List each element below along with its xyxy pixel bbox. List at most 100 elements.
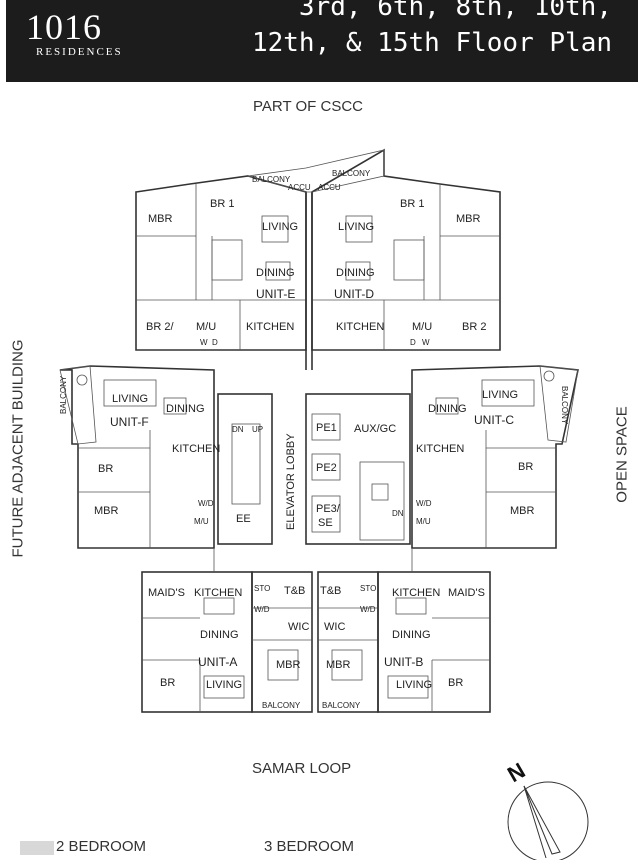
pe2-label: PE2 [316,462,337,474]
unit-c-block [411,365,579,549]
unit-a-wd-label: W/D [254,605,270,614]
unit-d-table [345,215,373,243]
unit-c-dining-label: DINING [428,403,467,415]
unit-c-br-label: BR [518,461,533,473]
header-banner: 1016 RESIDENCES 3rd, 6th, 8th, 10th, 12t… [6,0,638,82]
unit-e-dining-table [265,261,291,281]
pe3-label: PE3/ [316,503,341,515]
labels-unit-a: MAID'S KITCHEN DINING UNIT-A BR LIVING S… [148,584,309,710]
unit-b-block [377,571,491,713]
unit-b-name-label: UNIT-B [384,655,423,669]
unit-f-balcony-label: BALCONY [59,375,68,414]
unit-f-block [59,365,215,549]
core-duct [371,483,389,501]
unit-e-w-label: W [200,338,208,347]
stair-core [359,461,405,541]
unit-c-name-label: UNIT-C [474,413,514,427]
unit-b-wd-label: W/D [360,605,376,614]
unit-d-bath [393,239,425,281]
unit-a-sofa [203,675,245,699]
labels-unit-c: BALCONY LIVING DINING UNIT-C KITCHEN BR … [416,386,569,526]
top-balcony [247,149,385,193]
unit-a-counter [203,597,235,615]
unit-f-mu-label: M/U [194,517,209,526]
unit-b-kitchen-label: KITCHEN [392,587,440,599]
compass-needle-line [523,785,547,859]
unit-b-outline [377,571,491,713]
unit-a-sto-label: STO [254,584,270,593]
stair-up-label: UP [252,425,263,434]
unit-d-br2-label: BR 2 [462,321,486,333]
core-block [217,393,411,545]
labels-unit-e: MBR BR 1 BALCONY ACCU LIVING DINING UNIT… [146,175,311,347]
unit-d-balcony-label: BALCONY [332,169,371,178]
ee-label: EE [236,513,251,525]
unit-b-maids-label: MAID'S [448,587,485,599]
unit-d-d-label: D [410,338,416,347]
legend-2br-swatch [20,841,54,855]
labels-unit-f: BALCONY LIVING DINING UNIT-F KITCHEN BR … [59,375,220,526]
logo-subtitle: RESIDENCES [36,46,123,58]
top-caption: PART OF CSCC [253,98,364,115]
floor-list-title: 3rd, 6th, 8th, 10th, [298,0,612,22]
unit-a-bed [267,649,299,681]
unit-a-mbr-label: MBR [276,659,301,671]
unit-e-br2-label: BR 2/ [146,321,174,333]
unit-c-living-label: LIVING [482,389,518,401]
unit-b-dining-label: DINING [392,629,431,641]
unit-e-kitchen-label: KITCHEN [246,321,294,333]
unit-c-balcony [539,365,579,443]
unit-c-wd-label: W/D [416,499,432,508]
stair-dn-label: DN [232,425,244,434]
unit-b-counter [395,597,427,615]
pe1-label: PE1 [316,422,337,434]
unit-e-table [261,215,289,243]
unit-a-tb-label: T&B [284,585,305,597]
labels-unit-b: MAID'S KITCHEN DINING UNIT-B BR LIVING S… [320,584,485,710]
unit-c-balcony-label: BALCONY [560,386,569,425]
unit-d-w-label: W [422,338,430,347]
compass-circle [507,781,589,860]
elevator-pe3 [311,495,341,533]
unit-e-mu-label: M/U [196,321,216,333]
stair-ee [231,423,261,505]
unit-f-dining-table [163,397,187,415]
unit-c-dining-table [435,397,459,415]
unit-e-mbr-label: MBR [148,213,173,225]
unit-b-wic-label: WIC [324,621,345,633]
unit-a-living-label: LIVING [206,679,242,691]
se-label: SE [318,517,333,529]
unit-e-br1-label: BR 1 [210,198,234,210]
unit-f-br-label: BR [98,463,113,475]
unit-c-sofa [481,379,535,407]
unit-d-accu-label: ACCU [318,183,341,192]
unit-e-living-label: LIVING [262,221,298,233]
compass-north-label: N [503,758,529,788]
unit-d-outline [311,148,501,351]
unit-d-block [311,148,501,351]
unit-b-living-label: LIVING [396,679,432,691]
unit-f-kitchen-label: KITCHEN [172,443,220,455]
unit-a-maids-label: MAID'S [148,587,185,599]
unit-b-mbr-label: MBR [326,659,351,671]
compass-needle-icon [523,785,561,855]
unit-b-sto-label: STO [360,584,376,593]
elevator-pe2 [311,453,341,481]
compass: N [503,758,589,860]
unit-a-br-label: BR [160,677,175,689]
unit-a-balcony-label: BALCONY [262,701,301,710]
unit-c-mbr-label: MBR [510,505,535,517]
unit-c-balcony-column [543,370,555,382]
unit-a-mbr-outline [251,571,313,713]
unit-f-living-label: LIVING [112,393,148,405]
bottom-caption: SAMAR LOOP [252,760,352,777]
unit-b-br-label: BR [448,677,463,689]
unit-e-d-label: D [212,338,218,347]
unit-b-tb-label: T&B [320,585,341,597]
logo: 1016 [26,7,102,47]
labels-core: ELEVATOR LOBBY EE DN UP PE1 PE2 PE3/ SE … [232,422,404,530]
unit-a-kitchen-label: KITCHEN [194,587,242,599]
unit-a-mbr-block [251,571,313,713]
unit-d-dining-table [345,261,371,281]
floor-plan-title: 12th, & 15th Floor Plan [251,28,612,58]
